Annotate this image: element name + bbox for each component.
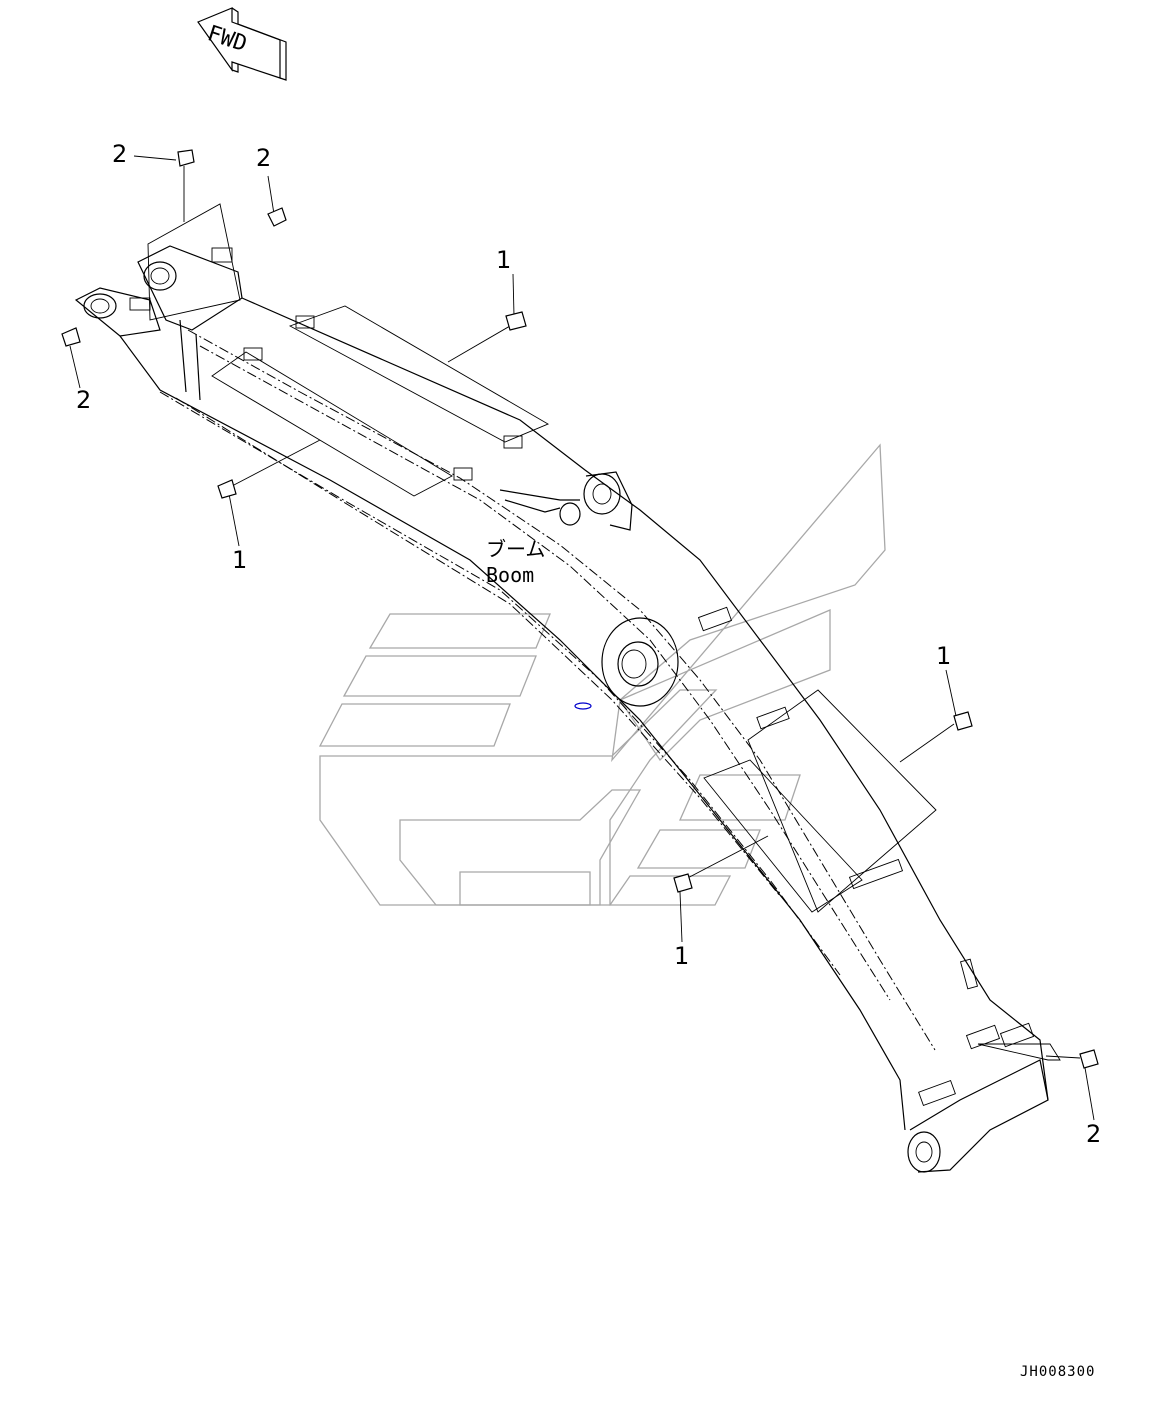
boom-label-en: Boom: [486, 563, 534, 587]
callout-number: 2: [256, 144, 271, 172]
plug-caps: [61, 149, 1099, 1069]
callout-number: 2: [1086, 1120, 1101, 1148]
plug-icon: [673, 873, 693, 893]
callout-number: 1: [496, 246, 511, 274]
callout-number: 2: [76, 386, 91, 414]
drawing-code: JH008300: [1020, 1364, 1095, 1380]
callout-number: 1: [936, 642, 951, 670]
callout-leaders: [69, 155, 1095, 1121]
plug-icon: [177, 149, 195, 167]
watermark-logo: [318, 443, 886, 906]
plug-icon: [505, 311, 527, 331]
plug-icon: [1079, 1049, 1099, 1069]
boom-body: [74, 245, 1049, 1173]
plug-icon: [953, 711, 973, 731]
leader-planes: [147, 203, 1061, 1061]
callout-number: 2: [112, 140, 127, 168]
fwd-arrow-icon: FWD: [197, 7, 287, 81]
callout-number: 1: [674, 942, 689, 970]
plug-icon: [267, 207, 287, 227]
boom-label-jp: ブーム: [486, 537, 545, 561]
clamp-details: [129, 247, 1035, 1106]
plug-icon: [61, 327, 81, 347]
marker-icon: [574, 702, 592, 710]
plug-icon: [217, 479, 237, 499]
callout-number: 1: [232, 546, 247, 574]
